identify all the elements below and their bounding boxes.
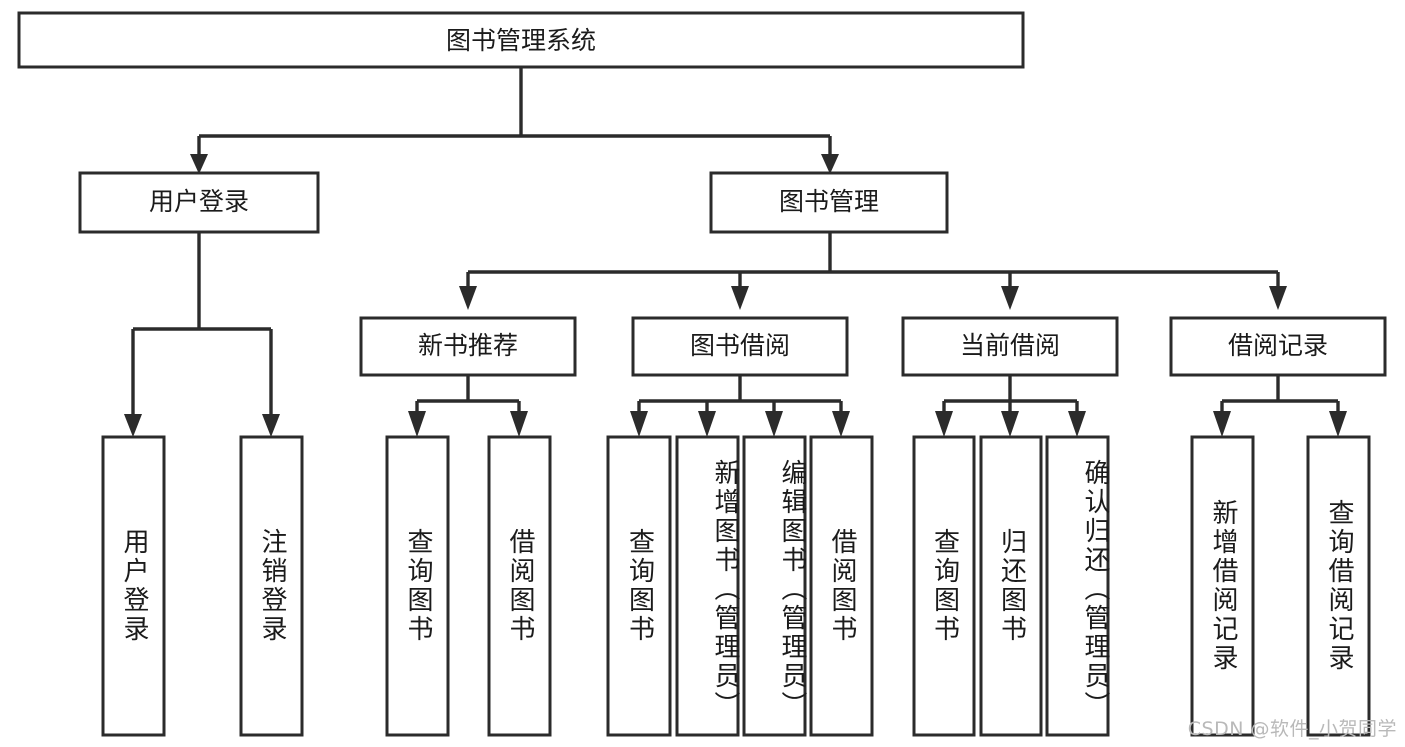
arrow-book-borrow	[731, 286, 749, 310]
node-root-box[interactable]	[17, 11, 1025, 69]
arrow-user-login	[190, 154, 208, 174]
node-current-borrow-box[interactable]	[901, 316, 1119, 377]
node-borrow-record[interactable]: 借阅记录	[1169, 316, 1387, 377]
arrow-borrow-record	[1269, 286, 1287, 310]
leaf-boxes-book-borrow	[606, 435, 874, 737]
connector-group	[124, 67, 1347, 437]
leaf-box-borrow-book-1[interactable]	[487, 435, 552, 737]
leaf-boxes-current-borrow	[912, 435, 1110, 737]
leaf-boxes-borrow-record	[1190, 435, 1371, 737]
arrow-current-borrow	[1001, 286, 1019, 310]
node-current-borrow-label: 当前借阅	[960, 331, 1060, 360]
arrow-leaf-query-book-3	[935, 411, 953, 437]
node-book-manage[interactable]: 图书管理	[709, 171, 949, 234]
node-user-login-box[interactable]	[78, 171, 320, 234]
node-book-borrow-box[interactable]	[631, 316, 849, 377]
leaf-box-query-record[interactable]	[1306, 435, 1371, 737]
arrow-leaf-edit-book	[765, 411, 783, 437]
node-book-manage-label: 图书管理	[779, 187, 879, 216]
leaf-box-add-record[interactable]	[1190, 435, 1255, 737]
arrow-leaf-query-book-1	[408, 411, 426, 437]
arrow-leaf-borrow-book-2	[832, 411, 850, 437]
arrow-leaf-add-book	[698, 411, 716, 437]
node-book-borrow[interactable]: 图书借阅	[631, 316, 849, 377]
leaf-box-user-login[interactable]	[101, 435, 166, 737]
arrow-leaf-user-login	[124, 414, 142, 437]
arrow-book-manage	[821, 154, 839, 174]
leaf-box-edit-book[interactable]	[742, 435, 807, 737]
node-current-borrow[interactable]: 当前借阅	[901, 316, 1119, 377]
node-new-book-recommend[interactable]: 新书推荐	[359, 316, 577, 377]
csdn-watermark: CSDN @软件_小贺同学	[1187, 718, 1397, 740]
arrow-leaf-borrow-book-1	[510, 411, 528, 437]
leaf-box-borrow-book-2[interactable]	[809, 435, 874, 737]
arrow-leaf-return-book	[1001, 411, 1019, 437]
arrow-leaf-user-logout	[262, 414, 280, 437]
leaf-box-query-book-2[interactable]	[606, 435, 672, 737]
arrow-leaf-query-book-2	[630, 411, 648, 437]
node-root[interactable]: 图书管理系统	[17, 11, 1025, 69]
leaf-box-query-book-3[interactable]	[912, 435, 976, 737]
node-root-label: 图书管理系统	[446, 26, 596, 55]
node-book-manage-box[interactable]	[709, 171, 949, 234]
arrow-leaf-add-record	[1213, 411, 1231, 437]
arrow-leaf-confirm-return	[1068, 411, 1086, 437]
arrow-leaf-query-record	[1329, 411, 1347, 437]
leaf-box-return-book[interactable]	[979, 435, 1043, 737]
node-book-borrow-label: 图书借阅	[690, 331, 790, 360]
node-borrow-record-box[interactable]	[1169, 316, 1387, 377]
arrow-new-book-recommend	[459, 286, 477, 310]
leaf-box-add-book[interactable]	[675, 435, 740, 737]
node-new-book-recommend-box[interactable]	[359, 316, 577, 377]
leaf-boxes-user-login	[101, 435, 304, 737]
leaf-box-user-logout[interactable]	[239, 435, 304, 737]
node-borrow-record-label: 借阅记录	[1228, 331, 1328, 360]
node-new-book-recommend-label: 新书推荐	[418, 331, 518, 360]
leaf-box-query-book-1[interactable]	[385, 435, 450, 737]
node-user-login[interactable]: 用户登录	[78, 171, 320, 234]
leaf-boxes-new-book-recommend	[385, 435, 552, 737]
leaf-box-confirm-return[interactable]	[1045, 435, 1110, 737]
node-user-login-label: 用户登录	[149, 187, 249, 216]
